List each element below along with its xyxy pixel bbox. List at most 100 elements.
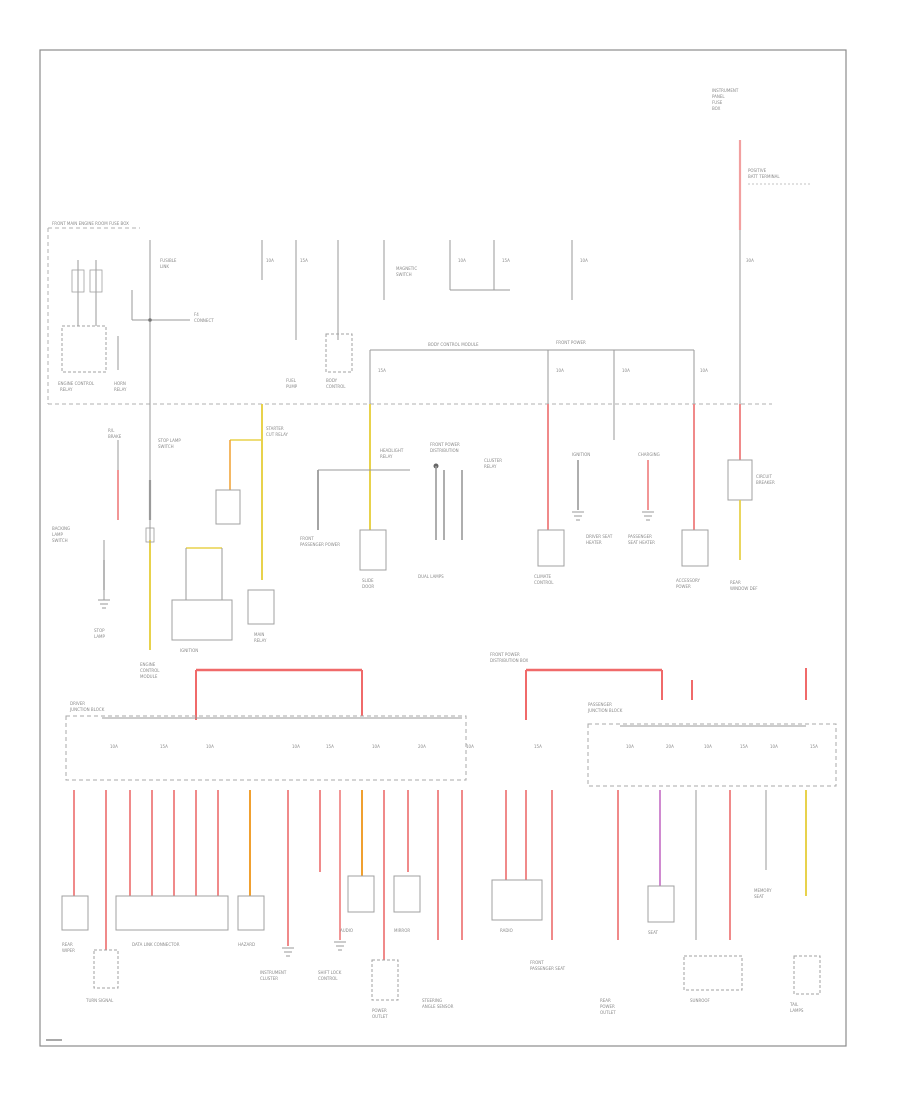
svg-text:DRIVER: DRIVER	[70, 701, 85, 706]
svg-text:INSTRUMENT: INSTRUMENT	[260, 970, 287, 975]
svg-text:ENGINE: ENGINE	[140, 662, 156, 667]
svg-text:IGNITION: IGNITION	[180, 648, 198, 653]
svg-text:10A: 10A	[622, 368, 630, 373]
svg-text:DISTRIBUTION: DISTRIBUTION	[430, 448, 459, 453]
svg-text:10A: 10A	[458, 258, 466, 263]
svg-text:10A: 10A	[556, 368, 564, 373]
svg-text:10A: 10A	[626, 744, 634, 749]
svg-text:STEERING: STEERING	[422, 998, 442, 1003]
svg-text:IGNITION: IGNITION	[572, 452, 590, 457]
svg-text:CONTROL: CONTROL	[326, 384, 346, 389]
svg-text:RELAY: RELAY	[254, 638, 267, 643]
svg-text:20A: 20A	[666, 744, 674, 749]
svg-text:FRONT POWER: FRONT POWER	[556, 340, 586, 345]
svg-text:FUEL: FUEL	[286, 378, 297, 383]
svg-text:BOX: BOX	[712, 106, 721, 111]
svg-text:WIPER: WIPER	[62, 948, 75, 953]
svg-text:10A: 10A	[704, 744, 712, 749]
svg-text:SEAT: SEAT	[754, 894, 764, 899]
svg-text:10A: 10A	[466, 744, 474, 749]
svg-text:MEMORY: MEMORY	[754, 888, 772, 893]
svg-text:AUDIO: AUDIO	[340, 928, 353, 933]
svg-text:CIRCUIT: CIRCUIT	[756, 474, 772, 479]
svg-text:30A: 30A	[746, 258, 754, 263]
svg-text:JUNCTION BLOCK: JUNCTION BLOCK	[69, 707, 105, 712]
svg-text:SWITCH: SWITCH	[158, 444, 174, 449]
middle-wiring: R/L BRAKE BACKING LAMP SWITCH STOP LAMP …	[52, 404, 775, 679]
svg-text:JUNCTION BLOCK: JUNCTION BLOCK	[587, 708, 623, 713]
svg-text:REAR: REAR	[730, 580, 741, 585]
svg-text:PANEL: PANEL	[712, 94, 725, 99]
diagram-frame	[39, 49, 847, 1047]
svg-text:R/L: R/L	[108, 428, 115, 433]
svg-text:DATA LINK CONNECTOR: DATA LINK CONNECTOR	[132, 942, 180, 947]
svg-text:RADIO: RADIO	[500, 928, 513, 933]
svg-text:FRONT POWER: FRONT POWER	[490, 652, 520, 657]
svg-text:DOOR: DOOR	[362, 584, 374, 589]
svg-text:10A: 10A	[700, 368, 708, 373]
svg-text:MODULE: MODULE	[140, 674, 158, 679]
fuse-box-label: FRONT MAIN ENGINE ROOM FUSE BOX	[52, 221, 129, 226]
svg-text:BODY: BODY	[326, 378, 338, 383]
svg-text:RELAY: RELAY	[114, 387, 127, 392]
svg-text:HEADLIGHT: HEADLIGHT	[380, 448, 404, 453]
svg-text:BRAKE: BRAKE	[108, 434, 122, 439]
svg-text:LAMPS: LAMPS	[790, 1008, 804, 1013]
svg-text:CUT RELAY: CUT RELAY	[266, 432, 288, 437]
svg-text:WINDOW DEF: WINDOW DEF	[730, 586, 758, 591]
svg-text:FRONT: FRONT	[300, 536, 314, 541]
svg-text:ACCESSORY: ACCESSORY	[676, 578, 701, 583]
svg-text:CONTROL: CONTROL	[140, 668, 160, 673]
svg-text:REAR: REAR	[600, 998, 611, 1003]
svg-text:CONTROL: CONTROL	[534, 580, 554, 585]
svg-text:10A: 10A	[110, 744, 118, 749]
ground-symbols	[98, 511, 654, 957]
svg-text:LAMP: LAMP	[52, 532, 64, 537]
svg-text:10A: 10A	[580, 258, 588, 263]
svg-text:SLIDE: SLIDE	[362, 578, 374, 583]
svg-text:DISTRIBUTION BOX: DISTRIBUTION BOX	[490, 658, 528, 663]
svg-text:RELAY: RELAY	[484, 464, 497, 469]
svg-text:PASSENGER POWER: PASSENGER POWER	[300, 542, 340, 547]
svg-text:CLIMATE: CLIMATE	[534, 574, 552, 579]
svg-text:REAR: REAR	[62, 942, 73, 947]
svg-text:ENGINE CONTROL: ENGINE CONTROL	[58, 381, 95, 386]
svg-text:POWER: POWER	[372, 1008, 387, 1013]
bottom-components	[61, 875, 821, 1001]
svg-text:PASSENGER: PASSENGER	[628, 534, 652, 539]
svg-text:FRONT POWER: FRONT POWER	[430, 442, 460, 447]
svg-text:PASSENGER: PASSENGER	[588, 702, 612, 707]
svg-text:SEAT: SEAT	[648, 930, 658, 935]
svg-text:FUSE: FUSE	[712, 100, 723, 105]
svg-text:DRIVER SEAT: DRIVER SEAT	[586, 534, 613, 539]
svg-text:TAIL: TAIL	[789, 1002, 799, 1007]
svg-text:10A: 10A	[292, 744, 300, 749]
svg-text:PASSENGER SEAT: PASSENGER SEAT	[530, 966, 566, 971]
svg-text:SHIFT LOCK: SHIFT LOCK	[318, 970, 342, 975]
svg-text:INSTRUMENT: INSTRUMENT	[712, 88, 739, 93]
svg-text:STOP: STOP	[94, 628, 105, 633]
svg-text:LINK: LINK	[160, 264, 169, 269]
svg-text:10A: 10A	[266, 258, 274, 263]
svg-text:SWITCH: SWITCH	[396, 272, 412, 277]
svg-text:15A: 15A	[160, 744, 168, 749]
svg-text:FRONT: FRONT	[530, 960, 544, 965]
svg-text:ANGLE SENSOR: ANGLE SENSOR	[422, 1004, 454, 1009]
svg-text:BODY CONTROL MODULE: BODY CONTROL MODULE	[428, 342, 479, 347]
bottom-drop-wires	[73, 790, 807, 960]
svg-text:15A: 15A	[502, 258, 510, 263]
svg-text:MIRROR: MIRROR	[394, 928, 410, 933]
svg-text:HAZARD: HAZARD	[238, 942, 255, 947]
svg-text:POWER: POWER	[676, 584, 691, 589]
svg-text:10A: 10A	[206, 744, 214, 749]
svg-text:CHARGING: CHARGING	[638, 452, 660, 457]
svg-text:POWER: POWER	[600, 1004, 615, 1009]
top-fuse-relay-box: FRONT MAIN ENGINE ROOM FUSE BOX ENGINE C…	[47, 88, 812, 405]
svg-text:PUMP: PUMP	[286, 384, 298, 389]
svg-text:BATT TERMINAL: BATT TERMINAL	[748, 174, 780, 179]
svg-text:STOP LAMP: STOP LAMP	[158, 438, 181, 443]
svg-text:SUNROOF: SUNROOF	[690, 998, 711, 1003]
svg-text:RELAY: RELAY	[380, 454, 393, 459]
svg-text:15A: 15A	[300, 258, 308, 263]
